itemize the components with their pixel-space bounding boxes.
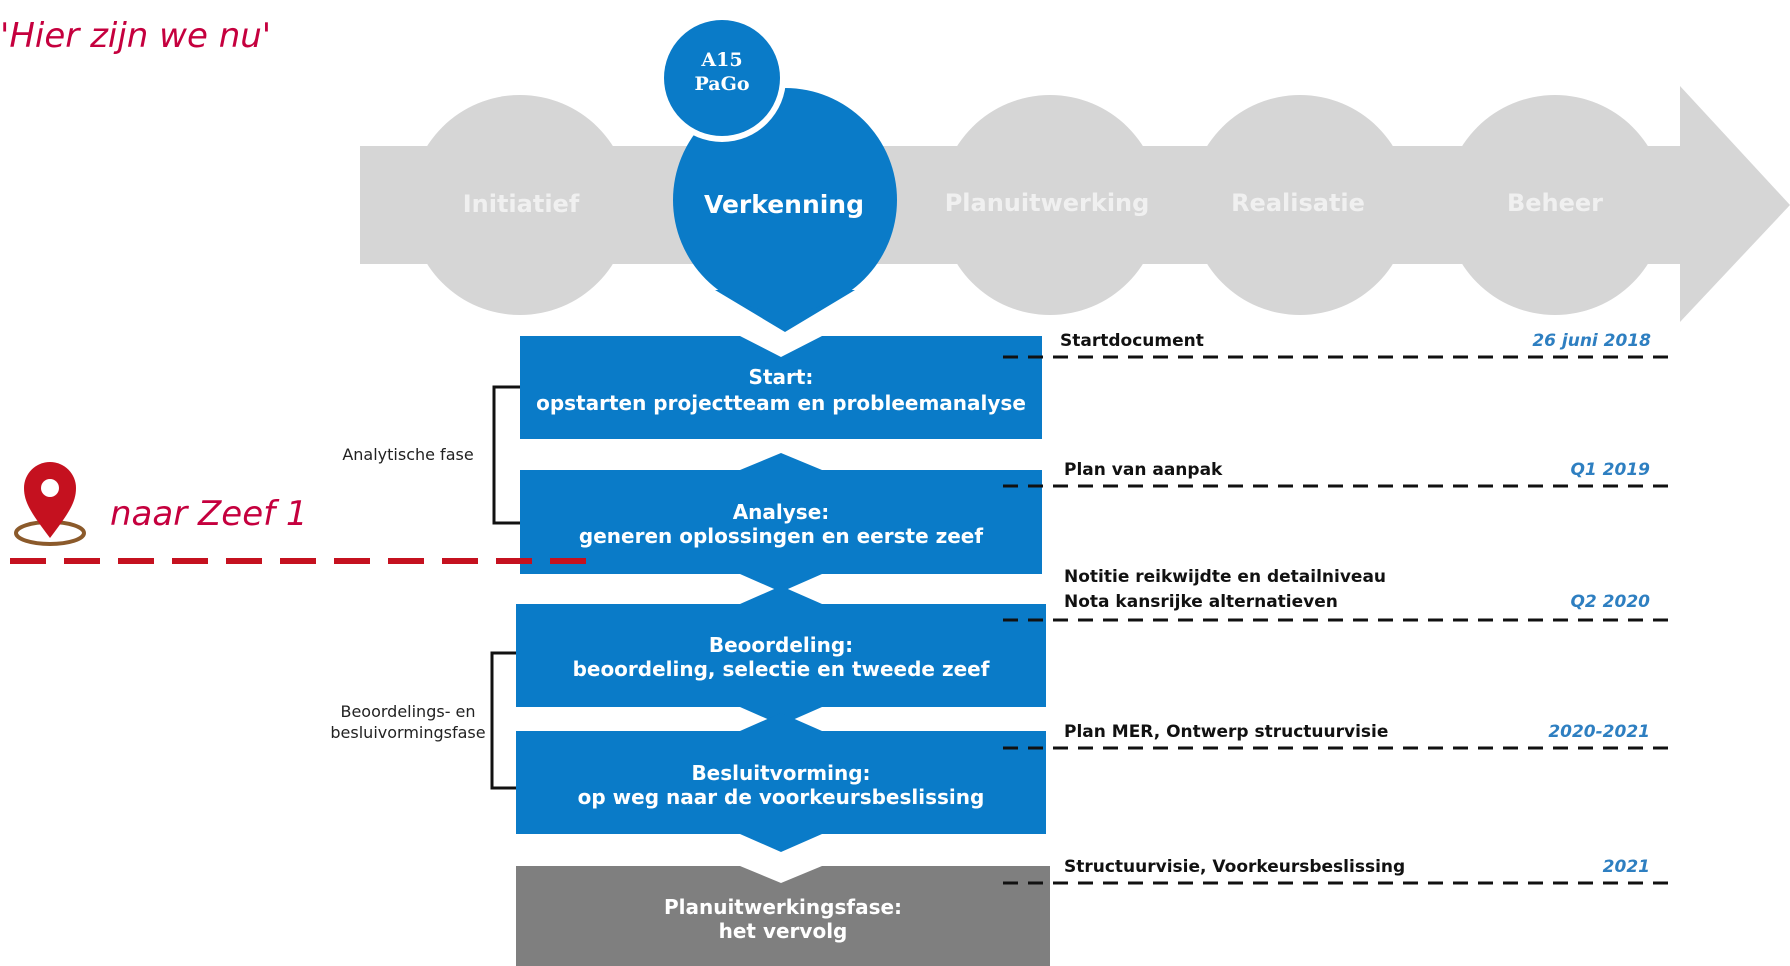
- step-title: Besluitvorming:: [691, 761, 870, 785]
- map-pin-icon: [14, 462, 86, 546]
- badge-line2: PaGo: [695, 73, 750, 95]
- milestone-label: Startdocument: [1060, 331, 1204, 351]
- milestone-label: Plan van aanpak: [1064, 460, 1223, 480]
- badge-line1: A15: [700, 49, 742, 71]
- step-subtitle: beoordeling, selectie en tweede zeef: [573, 657, 990, 681]
- step-besluitvorming: Besluitvorming: op weg naar de voorkeurs…: [516, 713, 1046, 852]
- step-planuitwerkingsfase: Planuitwerkingsfase: het vervolg: [516, 866, 1050, 966]
- active-phase-marker: [673, 88, 897, 332]
- step-start: Start: opstarten projectteam en probleem…: [520, 336, 1042, 439]
- milestone-label: Structuurvisie, Voorkeursbeslissing: [1064, 857, 1405, 877]
- step-title: Beoordeling:: [709, 633, 853, 657]
- phase-label-verkenning: Verkenning: [704, 190, 864, 219]
- phase-label-realisatie: Realisatie: [1231, 189, 1365, 217]
- phase-label-beheer: Beheer: [1507, 189, 1603, 217]
- milestone-date: Q1 2019: [1570, 460, 1650, 480]
- phase-label-initiatief: Initiatief: [463, 190, 580, 218]
- step-subtitle: op weg naar de voorkeursbeslissing: [578, 785, 985, 809]
- step-subtitle: generen oplossingen en eerste zeef: [579, 524, 983, 548]
- step-analyse: Analyse: generen oplossingen en eerste z…: [520, 453, 1042, 592]
- milestone-date: 26 juni 2018: [1532, 331, 1651, 351]
- step-title: Planuitwerkingsfase:: [664, 895, 902, 919]
- step-title: Start:: [749, 365, 814, 389]
- milestone-label: Plan MER, Ontwerp structuurvisie: [1064, 722, 1388, 742]
- phase-label-planuitwerking: Planuitwerking: [945, 189, 1150, 217]
- step-subtitle: opstarten projectteam en probleemanalyse: [536, 391, 1026, 415]
- milestone-lines: [1003, 355, 1670, 885]
- milestone-date: Q2 2020: [1570, 592, 1650, 612]
- phase-group-label: besluivormingsfase: [330, 723, 485, 742]
- milestone-date: 2021: [1603, 857, 1650, 877]
- step-beoordeling: Beoordeling: beoordeling, selectie en tw…: [516, 586, 1046, 725]
- milestone-date: 2020-2021: [1548, 722, 1650, 742]
- phase-brackets: [490, 385, 520, 790]
- bracket-assessment: [490, 651, 516, 790]
- step-title: Analyse:: [733, 500, 830, 524]
- bracket-analytic: [492, 385, 520, 525]
- milestone-label: Nota kansrijke alternatieven: [1064, 592, 1338, 612]
- step-subtitle: het vervolg: [719, 919, 848, 943]
- phase-arrow: [360, 86, 1790, 322]
- zeef-marker-label: naar Zeef 1: [110, 494, 308, 534]
- phase-group-label: Beoordelings- en: [340, 702, 475, 721]
- milestone-label-line1: Notitie reikwijdte en detailniveau: [1064, 567, 1386, 587]
- project-badge: A15 PaGo: [658, 14, 786, 142]
- phase-group-label: Analytische fase: [342, 445, 473, 464]
- here-we-are-caption: 'Hier zijn we nu': [0, 16, 272, 56]
